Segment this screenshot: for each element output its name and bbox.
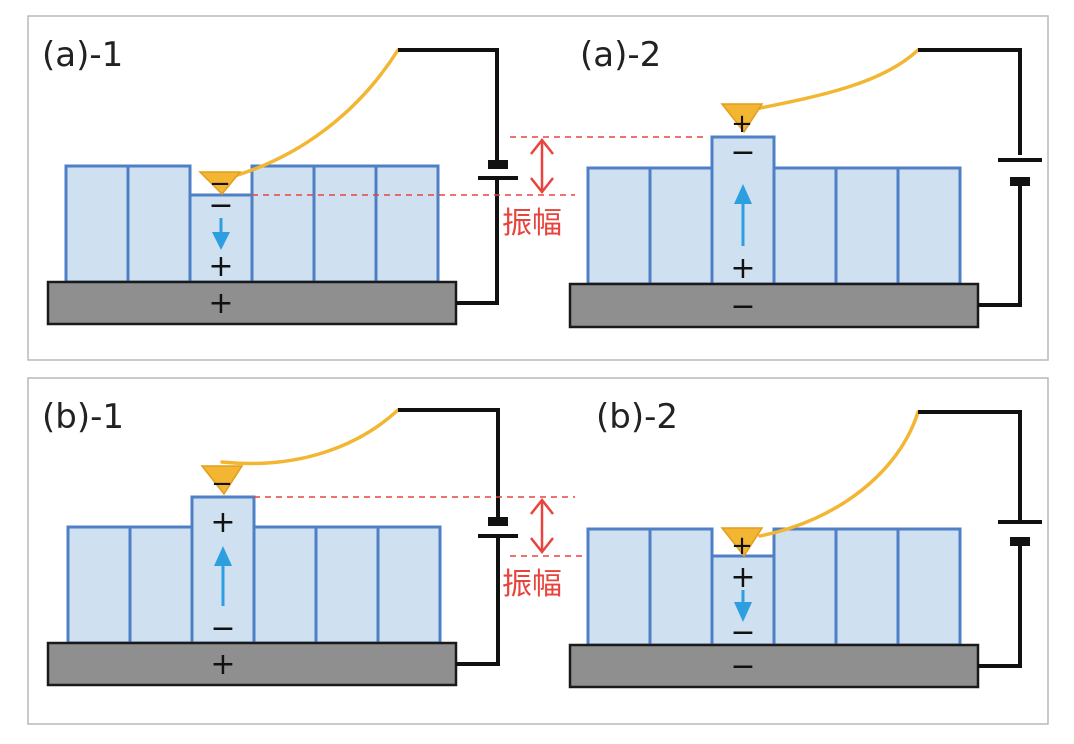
cable-a1 [218, 48, 400, 182]
amplitude-label-b: 振幅 [502, 567, 562, 602]
cell [126, 164, 192, 284]
cable-b2 [758, 410, 920, 538]
cell [586, 527, 652, 647]
battery-short-plate-a1 [488, 160, 508, 169]
cell-bottom-sign-a2: + [730, 251, 755, 286]
substrate-b1 [46, 641, 458, 687]
polarization-arrow-a1 [212, 218, 230, 250]
cells-b2 [586, 527, 962, 647]
cell [376, 525, 442, 645]
cell [896, 166, 962, 286]
probe-tip-b2 [720, 527, 764, 558]
polarization-arrow-a2 [734, 184, 752, 246]
polarization-arrow-b2 [734, 590, 752, 622]
cell [374, 164, 440, 284]
cell-bottom-sign-b1: − [210, 611, 235, 646]
panel-label-b2: (b)-2 [596, 397, 678, 437]
panel-label-a1: (a)-1 [42, 35, 123, 75]
panel-label-b1: (b)-1 [42, 397, 124, 437]
wire-bottom-b2 [978, 546, 1022, 668]
cable-a2 [738, 48, 920, 114]
cell [252, 525, 318, 645]
cell-top-sign-b1: + [210, 505, 235, 540]
cell [834, 166, 900, 286]
wire-bottom-b1 [456, 536, 500, 666]
cell [128, 525, 194, 645]
polarization-arrow-b1 [214, 546, 232, 606]
cell [250, 164, 316, 284]
battery-short-plate-b1 [488, 517, 508, 526]
tip-sign-b1: − [211, 469, 233, 499]
tip-sign-a2: + [731, 109, 753, 139]
cell [896, 527, 962, 647]
substrate-sign-a2: − [730, 289, 755, 324]
substrate-sign-a1: + [208, 286, 233, 321]
cell-top-sign-a2: − [730, 135, 755, 170]
wire-bottom-a2 [978, 186, 1022, 307]
substrate-a2 [568, 282, 980, 329]
panel-b2: (b)-2 − + − + [568, 397, 1042, 689]
substrate-sign-b1: + [210, 647, 235, 682]
cell [66, 525, 132, 645]
cell [586, 166, 652, 286]
wire-top-a2 [918, 48, 1022, 155]
substrate-sign-b2: − [730, 649, 755, 684]
wire-bottom-a1 [456, 178, 499, 305]
cell [312, 164, 378, 284]
cell [648, 527, 714, 647]
amplitude-label-a: 振幅 [502, 206, 562, 241]
tip-sign-a1: − [209, 169, 231, 199]
panel-label-a2: (a)-2 [580, 35, 661, 75]
panel-a2: (a)-2 − − + + [568, 35, 1042, 329]
probe-tip-a2 [720, 103, 764, 134]
cell [772, 527, 838, 647]
probe-tip-a1 [198, 171, 242, 196]
cell [314, 525, 380, 645]
cell-bottom-sign-a1: + [208, 249, 233, 284]
wire-top-b1 [398, 408, 500, 517]
wire-top-b2 [918, 410, 1022, 520]
cell [834, 527, 900, 647]
cell [772, 166, 838, 286]
probe-tip-b1 [200, 465, 244, 496]
cell [648, 166, 714, 286]
wire-top-a1 [398, 48, 499, 162]
panel-a1: (a)-1 + − + − 振幅 [42, 35, 708, 326]
battery-short-plate-a2 [1010, 177, 1030, 186]
tip-sign-b2: + [731, 531, 753, 561]
cable-b1 [220, 408, 400, 466]
battery-short-plate-b2 [1010, 537, 1030, 546]
substrate-a1 [46, 280, 458, 326]
substrate-b2 [568, 643, 980, 689]
amplitude-arrow-b [530, 497, 554, 555]
cell-top-sign-b2: + [730, 560, 755, 595]
cell [64, 164, 130, 284]
cells-a1 [64, 164, 440, 284]
panel-b1: (b)-1 + + − − 振幅 [42, 397, 710, 687]
amplitude-arrow-a [530, 137, 554, 195]
